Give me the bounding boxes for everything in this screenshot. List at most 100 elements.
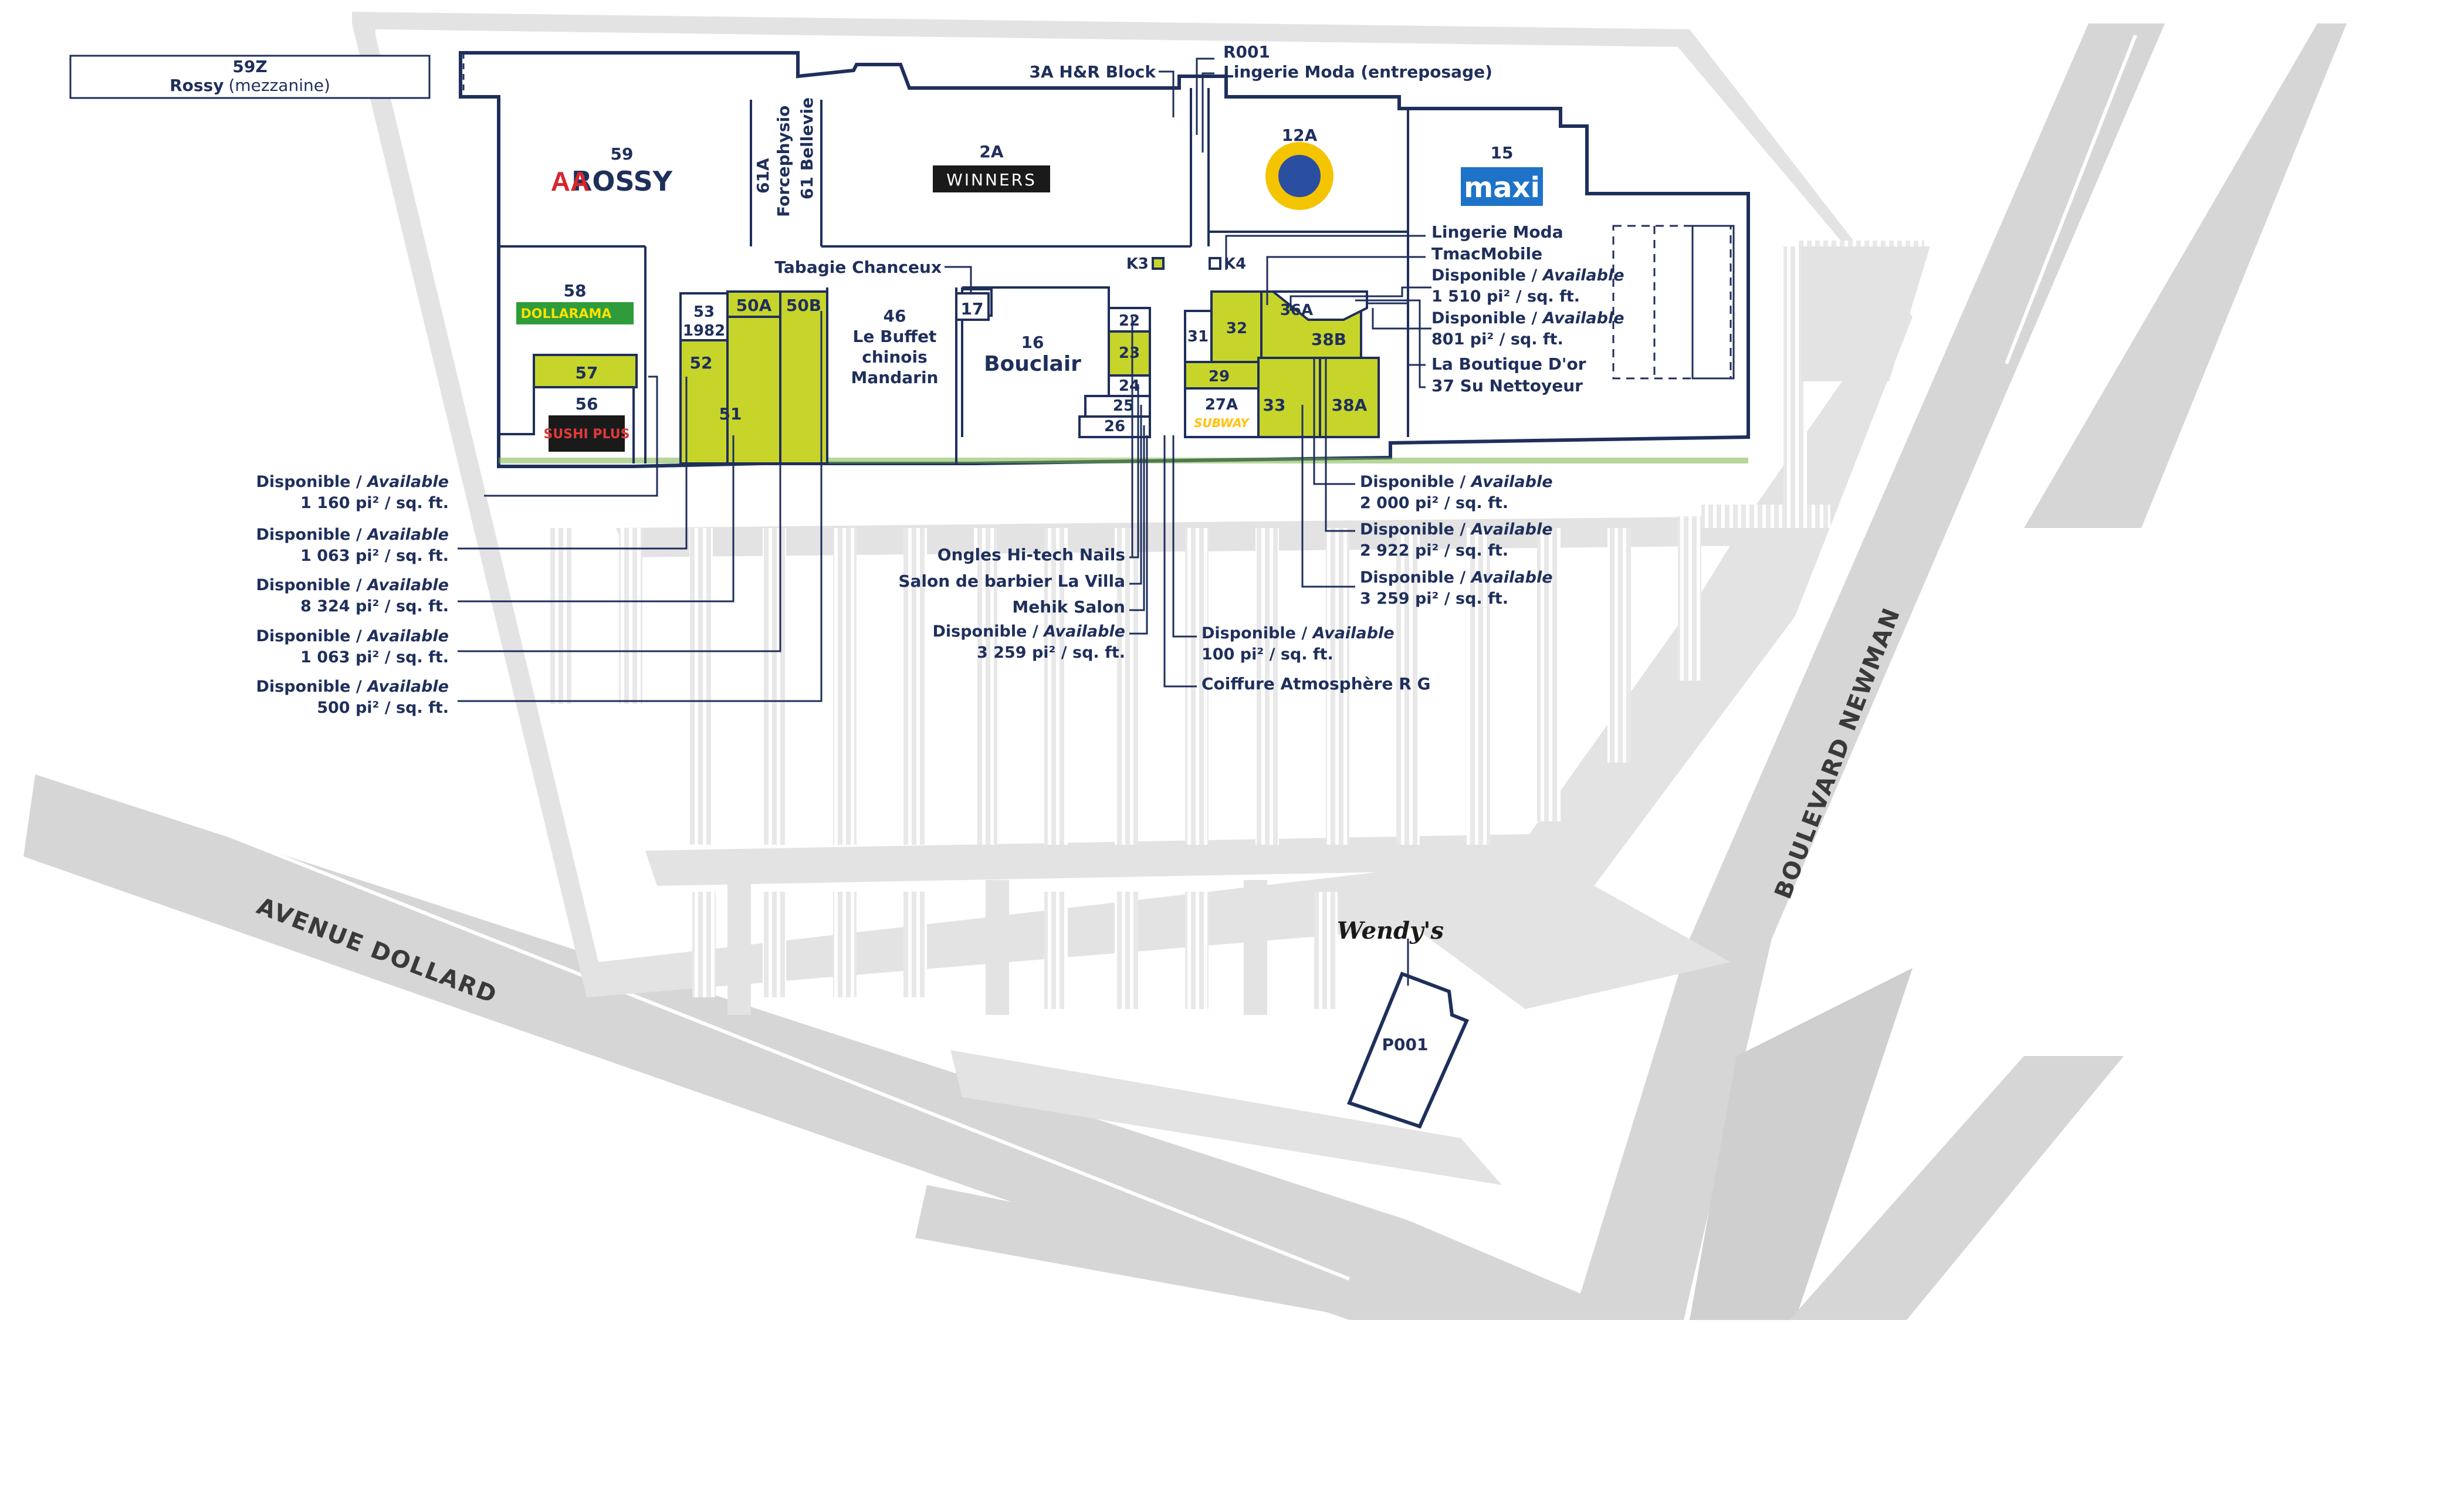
callout-dispo-1063a-fr: Disponible [256,526,350,544]
unit-38a-available [1319,357,1380,438]
boulevard-newman-ramp [2024,23,2347,528]
mall-building [459,51,1750,468]
callout-dispo-1160-sep: / [350,473,367,491]
unit-57-available [533,354,638,388]
unit-36a [1270,290,1368,321]
unit-27a-number: 27A [1205,396,1238,414]
callout-dispo-100-sep: / [1296,624,1313,642]
unit-50b-number: 50B [786,296,821,315]
callout-area-100: 100 pi² / sq. ft. [1201,645,1333,664]
leader-lines [458,57,1431,986]
svg-text:Disponible / Available: Disponible / Available [256,627,449,645]
maxi-dashed-area [1612,225,1732,380]
unit-50a-body [726,316,781,465]
unit-23-available [1108,330,1151,377]
callout-dispo-1160-en: Available [366,473,449,491]
unit-53-year: 1982 [683,322,725,340]
parking-stalls [549,241,1924,1009]
unit-46-name-1: Le Buffet [853,327,937,346]
callout-nettoyeur: 37 Su Nettoyeur [1431,376,1583,395]
callout-tabagie: Tabagie Chanceux [774,258,942,277]
unit-31-number: 31 [1187,328,1209,346]
unit-24-number: 24 [1119,377,1140,395]
unit-56-number: 56 [576,394,598,414]
callout-dispo-1160-fr: Disponible [256,473,350,491]
callout-area-801: 801 pi² / sq. ft. [1431,330,1563,348]
callout-salon-barbier: Salon de barbier La Villa [898,571,1125,591]
kiosk-k4 [1209,257,1221,270]
bozzani-badge-icon [1276,153,1323,199]
callout-coiffure: Coiffure Atmosphère R G [1201,674,1430,693]
callout-dispo-1063a-en: Available [366,526,449,544]
callout-dispo-8324-en: Available [366,576,449,594]
callout-dispo-2922-sep: / [1454,520,1471,539]
callout-dispo-2000-sep: / [1454,473,1471,491]
callout-mehik: Mehik Salon [1012,597,1125,617]
maxi-logo-box [1461,167,1543,206]
unit-33-number: 33 [1263,395,1286,415]
east-exit-ramp [1789,1056,2124,1320]
callout-dispo-3259b-fr: Disponible [1360,568,1454,587]
unit-27a [1184,387,1260,438]
callout-dispo-2922-en: Available [1470,520,1553,539]
unit-59-number: 59 [611,144,634,164]
unit-22 [1108,307,1151,333]
callout-dispo-2922-fr: Disponible [1360,520,1454,539]
unit-53 [679,292,729,341]
unit-38a-number: 38A [1332,395,1368,415]
callout-dispo-100-en: Available [1312,624,1395,642]
callout-dispo-2000-fr: Disponible [1360,473,1454,491]
boulevard-newman-road [1572,23,2165,1320]
callout-area-2922: 2 922 pi² / sq. ft. [1360,541,1508,560]
unit-59z-note: (mezzanine) [228,76,330,95]
unit-61a-number: 61A [753,158,773,194]
callout-dispo-500-sep: / [350,678,367,696]
svg-text:Disponible / Available: Disponible / Available [932,622,1125,641]
callout-dispo-1510-fr: Disponible [1431,266,1526,285]
unit-46-number: 46 [884,306,906,326]
bouclair-name: Bouclair [984,352,1081,376]
wendys-logo: Wendy's [1337,917,1444,945]
unit-17 [955,292,990,321]
unit-59z-number: 59Z [232,57,267,76]
callout-area-2000: 2 000 pi² / sq. ft. [1360,494,1508,512]
unit-50a-number: 50A [736,296,772,315]
unit-51-number: 51 [719,404,742,424]
callout-ongles: Ongles Hi-tech Nails [937,545,1125,564]
callout-dispo-1063b-fr: Disponible [256,627,350,645]
callout-area-1063a: 1 063 pi² / sq. ft. [300,547,449,565]
unit-58-number: 58 [564,281,587,300]
walkway-strip [499,458,1748,463]
unit-26-number: 26 [1104,418,1125,435]
callout-dispo-1063a-sep: / [350,526,367,544]
unit-61-name: 61 Bellevie [797,97,817,199]
callout-area-3259m: 3 259 pi² / sq. ft. [977,644,1125,662]
unit-59z-name: Rossy [170,76,224,95]
callout-boutique: La Boutique D'or [1431,354,1586,374]
lane-line-4 [1799,409,2008,905]
mezzanine-box [69,55,431,99]
callout-dispo-3259m-fr: Disponible [932,622,1027,641]
unit-52-number: 52 [690,353,713,373]
lane-line-2 [2052,34,2184,365]
unit-32-number: 32 [1226,320,1247,337]
unit-38b-number: 38B [1311,330,1346,349]
dollarama-logo-box [516,302,634,324]
unit-15-number: 15 [1491,143,1514,163]
kiosk-k3-label: K3 [1126,255,1149,273]
callout-dispo-500-en: Available [366,678,449,696]
lane-line-3 [2110,52,2219,318]
callout-labels: 3A H&R Block R001 Lingerie Moda (entrepo… [256,42,1624,717]
unit-p001-number: P001 [1382,1035,1429,1054]
winners-logo-box [933,165,1050,192]
unit-17-number: 17 [961,299,984,319]
unit-29-number: 29 [1209,368,1230,385]
unit-12a-number: 12A [1282,126,1318,145]
maxi-logo: maxi [1464,171,1540,204]
callout-dispo-8324-sep: / [350,576,367,594]
callout-dispo-801-sep: / [1526,309,1543,327]
callout-dispo-1063b-sep: / [350,627,367,645]
intersection-island [1690,968,1913,1320]
callout-area-500: 500 pi² / sq. ft. [317,699,449,717]
